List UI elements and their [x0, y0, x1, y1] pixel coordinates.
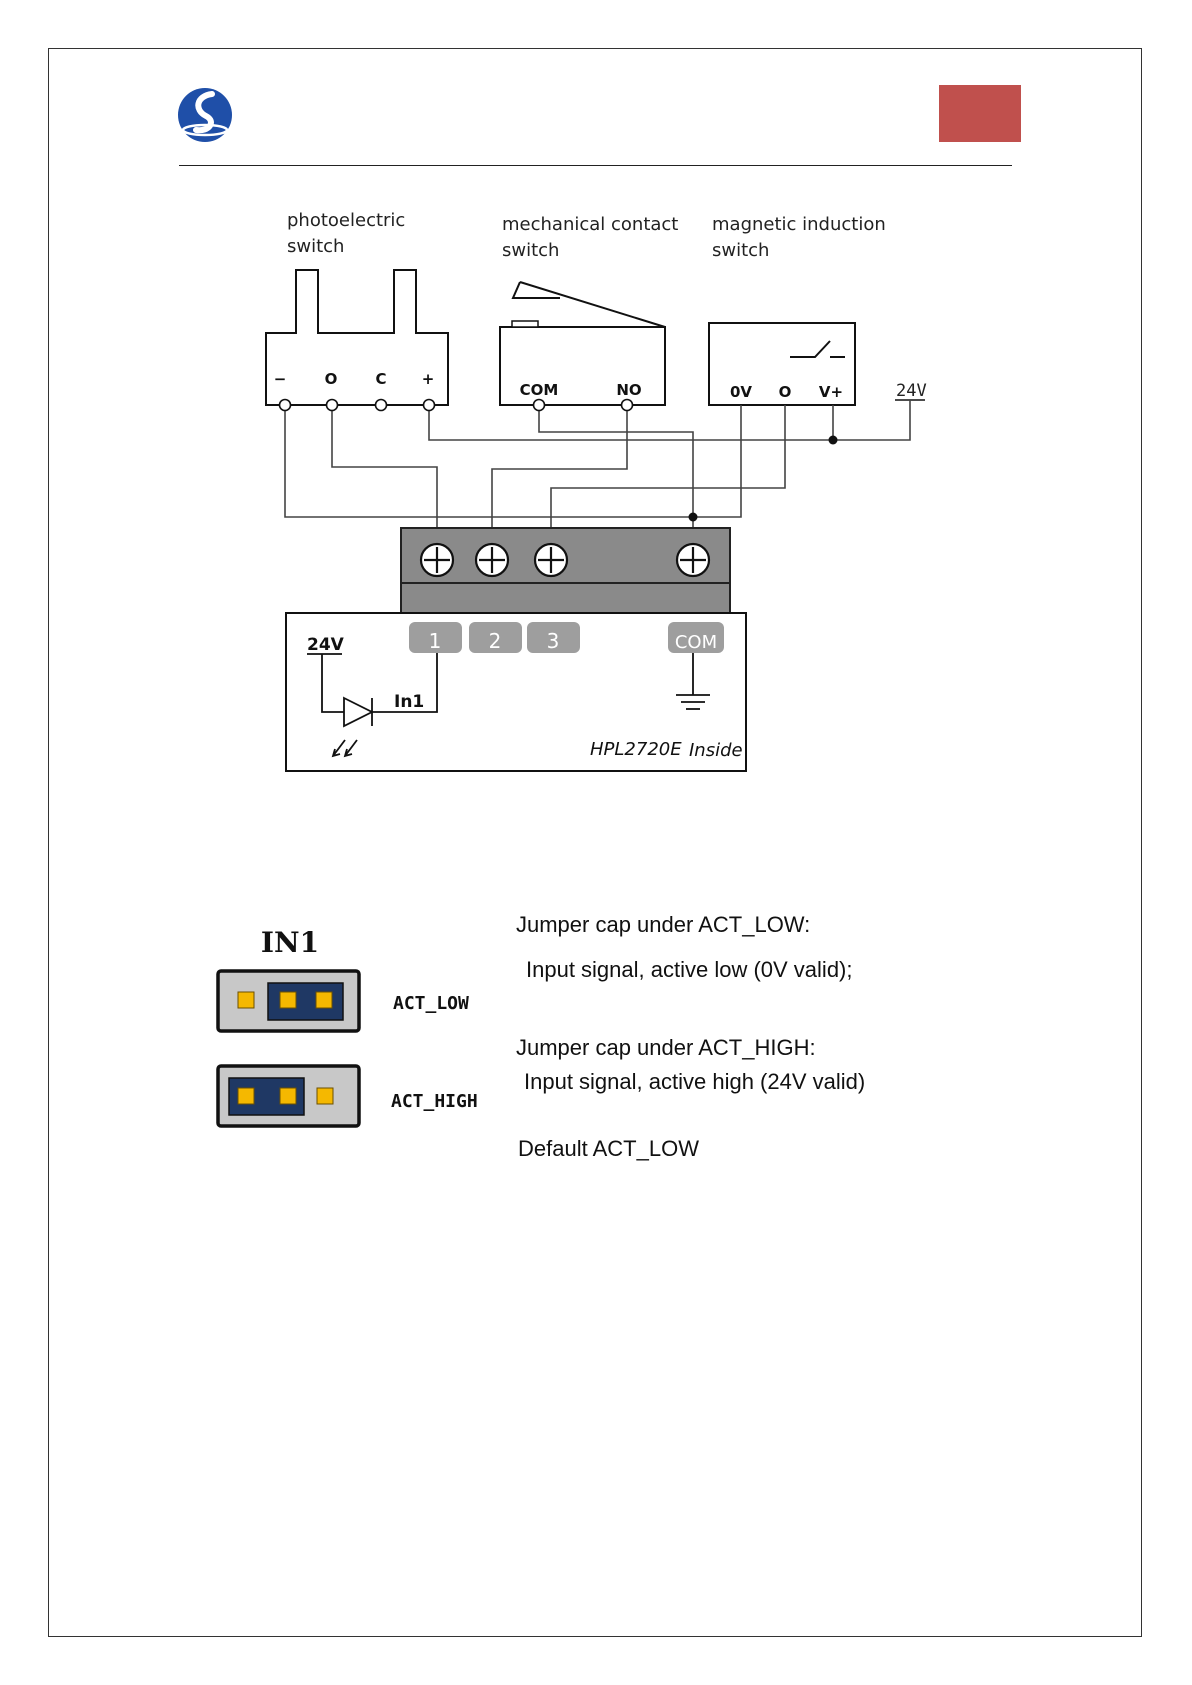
act-low-heading: Jumper cap under ACT_LOW: — [516, 912, 810, 938]
input-2-label: 2 — [489, 629, 502, 653]
jumper-diagram: IN1 ACT_LOW ACT_HIGH — [0, 900, 1192, 1160]
mech-pin-com: COM — [520, 381, 559, 399]
mag-pin-o: O — [779, 383, 792, 401]
mag-pin-0v: 0V — [730, 383, 752, 401]
magnetic-switch-label: magnetic induction — [712, 214, 886, 235]
board-vcc-label: 24V — [307, 635, 345, 655]
photoelectric-switch-body — [266, 270, 448, 405]
act-high-description: Input signal, active high (24V valid) — [524, 1069, 865, 1095]
jumper-act-low — [218, 971, 359, 1031]
photo-pin-c: C — [375, 370, 386, 388]
magnetic-switch-label-2: switch — [712, 240, 769, 261]
photoelectric-switch-label-2: switch — [287, 236, 344, 257]
act-high-heading: Jumper cap under ACT_HIGH: — [516, 1035, 816, 1061]
photoelectric-switch-label: photoelectric — [287, 210, 405, 231]
mechanical-switch-label-2: switch — [502, 240, 559, 261]
mech-pin-no: NO — [616, 381, 641, 399]
photo-pin-o: O — [325, 370, 338, 388]
mechanical-plunger — [512, 321, 538, 327]
input-3-label: 3 — [547, 629, 560, 653]
wires — [285, 400, 910, 540]
act-low-description: Input signal, active low (0V valid); — [526, 957, 853, 983]
wiring-diagram: photoelectric switch mechanical contact … — [0, 0, 1192, 800]
board-name-suffix: Inside — [689, 740, 743, 761]
com-tab-label: COM — [675, 632, 717, 653]
default-setting: Default ACT_LOW — [518, 1136, 699, 1162]
photo-pin-minus: − — [274, 370, 287, 388]
board-input-label: In1 — [394, 692, 424, 712]
jumper-act-high — [218, 1066, 359, 1126]
input-1-label: 1 — [429, 629, 442, 653]
mechanical-switch-label: mechanical contact — [502, 214, 678, 235]
act-high-label: ACT_HIGH — [391, 1091, 478, 1112]
jumper-title: IN1 — [261, 926, 319, 959]
photo-pin-plus: + — [422, 370, 435, 388]
mag-pin-vplus: V+ — [819, 383, 843, 401]
act-low-label: ACT_LOW — [393, 993, 469, 1014]
board-name: HPL2720E — [590, 739, 682, 760]
supply-24v-label: 24V — [896, 381, 927, 401]
